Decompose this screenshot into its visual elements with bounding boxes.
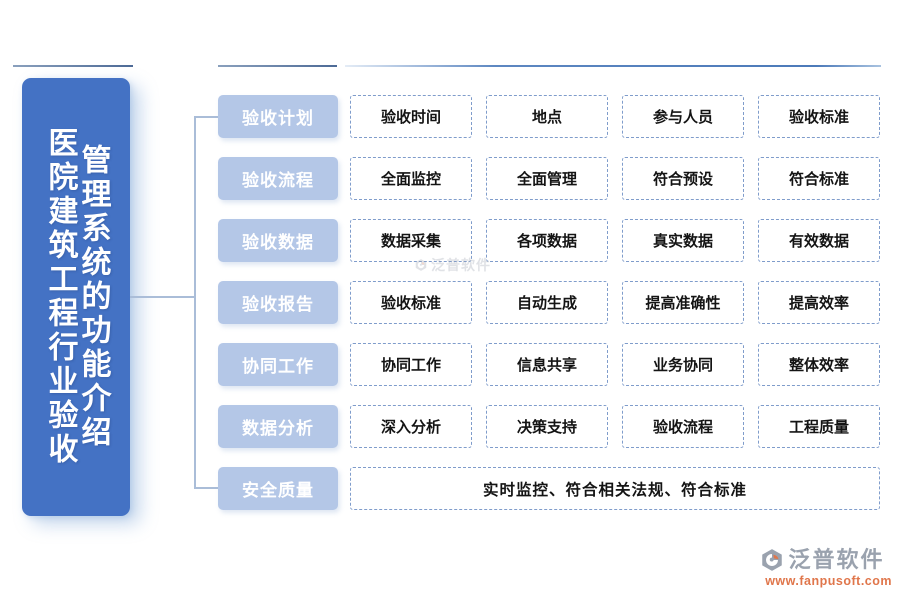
feature-cell: 协同工作 — [350, 343, 472, 386]
header-line-grid — [345, 65, 881, 67]
row-label-acceptance-plan: 验收计划 — [218, 95, 338, 138]
connector-branch-bottom — [194, 487, 219, 489]
feature-cell: 有效数据 — [758, 219, 880, 262]
feature-cell: 验收标准 — [758, 95, 880, 138]
row-label-acceptance-data: 验收数据 — [218, 219, 338, 262]
row-safety-quality: 安全质量 实时监控、符合相关法规、符合标准 — [218, 467, 881, 510]
row-collaboration: 协同工作 协同工作 信息共享 业务协同 整体效率 — [218, 343, 881, 386]
diagram-title-line-1: 医院建筑工程行业验收 — [43, 127, 77, 467]
feature-cell: 参与人员 — [622, 95, 744, 138]
row-label-acceptance-process: 验收流程 — [218, 157, 338, 200]
connector-trunk-line — [194, 116, 196, 489]
feature-cell: 符合预设 — [622, 157, 744, 200]
feature-cell: 符合标准 — [758, 157, 880, 200]
feature-cell: 地点 — [486, 95, 608, 138]
row-acceptance-process: 验收流程 全面监控 全面管理 符合预设 符合标准 — [218, 157, 881, 200]
row-label-collaboration: 协同工作 — [218, 343, 338, 386]
feature-cell: 数据采集 — [350, 219, 472, 262]
feature-cell: 验收流程 — [622, 405, 744, 448]
feature-cell: 真实数据 — [622, 219, 744, 262]
header-line-labels — [218, 65, 337, 67]
feature-cell: 全面监控 — [350, 157, 472, 200]
brand-logo-row: 泛普软件 — [759, 547, 884, 573]
row-acceptance-data: 验收数据 数据采集 各项数据 真实数据 有效数据 — [218, 219, 881, 262]
brand-logo: 泛普软件 www.fanpusoft.com — [752, 547, 892, 588]
row-data-analysis: 数据分析 深入分析 决策支持 验收流程 工程质量 — [218, 405, 881, 448]
feature-rows: 验收计划 验收时间 地点 参与人员 验收标准 验收流程 全面监控 全面管理 符合… — [218, 95, 881, 510]
feature-cell: 业务协同 — [622, 343, 744, 386]
row-acceptance-plan: 验收计划 验收时间 地点 参与人员 验收标准 — [218, 95, 881, 138]
row-acceptance-report: 验收报告 验收标准 自动生成 提高准确性 提高效率 — [218, 281, 881, 324]
feature-cell: 工程质量 — [758, 405, 880, 448]
diagram-title-line-2: 管理系统的功能介绍 — [76, 144, 110, 450]
row-label-acceptance-report: 验收报告 — [218, 281, 338, 324]
feature-cell: 决策支持 — [486, 405, 608, 448]
feature-cell: 提高效率 — [758, 281, 880, 324]
row-label-safety-quality: 安全质量 — [218, 467, 338, 510]
brand-name: 泛普软件 — [788, 546, 885, 572]
feature-cell: 信息共享 — [486, 343, 608, 386]
feature-cell: 全面管理 — [486, 157, 608, 200]
feature-cell-wide: 实时监控、符合相关法规、符合标准 — [350, 467, 880, 510]
feature-cell: 验收时间 — [350, 95, 472, 138]
connector-branch-top — [194, 116, 219, 118]
feature-cell: 整体效率 — [758, 343, 880, 386]
diagram-title-box: 医院建筑工程行业验收 管理系统的功能介绍 — [22, 78, 130, 516]
connector-feed-line — [130, 296, 194, 298]
feature-cell: 深入分析 — [350, 405, 472, 448]
feature-cell: 各项数据 — [486, 219, 608, 262]
brand-url: www.fanpusoft.com — [765, 574, 892, 588]
header-line-title — [13, 65, 133, 67]
feature-cell: 自动生成 — [486, 281, 608, 324]
fanpu-swoosh-icon — [762, 549, 783, 571]
row-label-data-analysis: 数据分析 — [218, 405, 338, 448]
feature-cell: 验收标准 — [350, 281, 472, 324]
feature-cell: 提高准确性 — [622, 281, 744, 324]
